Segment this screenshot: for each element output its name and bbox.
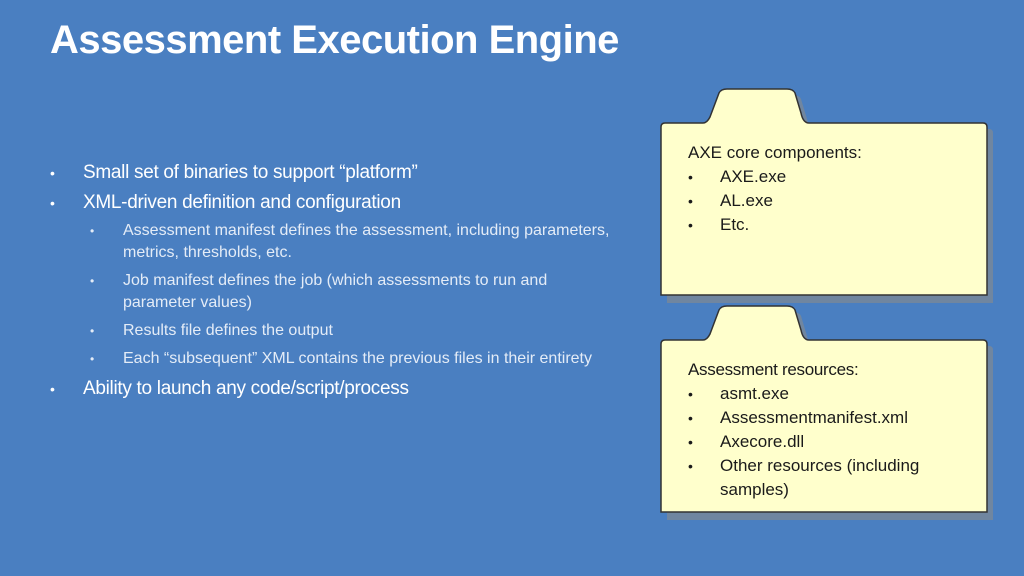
bullet-icon: • (90, 352, 95, 366)
bullet-icon: • (50, 165, 55, 181)
folder-resources-item-text: Axecore.dll (720, 432, 805, 451)
bullet-icon: • (688, 217, 693, 233)
bullet-icon: • (688, 193, 693, 209)
folder-resources-content: Assessment resources: • asmt.exe • Assessm… (688, 358, 978, 502)
bullet-text: Small set of binaries to support “platfo… (83, 162, 418, 183)
folder-core-item: • Etc. (688, 213, 978, 237)
sub-bullet-item: • Assessment manifest defines the assess… (50, 220, 620, 264)
folder-core-item: • AL.exe (688, 189, 978, 213)
bullet-item: • Small set of binaries to support “plat… (50, 160, 620, 186)
bullet-icon: • (688, 410, 693, 426)
sub-bullet-text: Each “subsequent” XML contains the previ… (123, 350, 592, 367)
sub-bullet-text: Assessment manifest defines the assessme… (123, 222, 610, 261)
sub-bullet-text: Results file defines the output (123, 322, 333, 339)
sub-bullet-item: • Results file defines the output (50, 320, 620, 342)
folder-core-item-text: AL.exe (720, 191, 773, 210)
bullet-item: • XML-driven definition and configuratio… (50, 190, 620, 216)
folder-resources-item: • Axecore.dll (688, 430, 978, 454)
bullet-icon: • (50, 195, 55, 211)
bullet-icon: • (50, 381, 55, 397)
bullet-icon: • (688, 386, 693, 402)
bullet-list: • Small set of binaries to support “plat… (50, 160, 620, 406)
folder-core-item-text: AXE.exe (720, 167, 787, 186)
folder-assessment-resources: Assessment resources: • asmt.exe • Assessm… (655, 304, 995, 522)
sub-bullet-text: Job manifest defines the job (which asse… (123, 272, 548, 311)
bullet-item: • Ability to launch any code/script/proc… (50, 376, 620, 402)
folder-resources-item-text: asmt.exe (720, 384, 789, 403)
folder-shape-icon (660, 88, 993, 303)
folder-core-content: AXE core components: • AXE.exe • AL.exe • E… (688, 141, 978, 237)
bullet-icon: • (90, 324, 95, 338)
sub-bullet-item: • Each “subsequent” XML contains the pre… (50, 348, 620, 370)
bullet-icon: • (688, 169, 693, 185)
bullet-icon: • (90, 224, 95, 238)
bullet-icon: • (688, 458, 693, 474)
bullet-text: XML-driven definition and configuration (83, 192, 401, 213)
slide-title: Assessment Execution Engine (50, 18, 619, 62)
folder-resources-item-text: Other resources (including samples) (720, 456, 920, 499)
folder-core-components: AXE core components: • AXE.exe • AL.exe • E… (655, 85, 995, 305)
folder-resources-heading: Assessment resources: (688, 360, 859, 379)
folder-shape-icon (660, 305, 993, 520)
bullet-icon: • (688, 434, 693, 450)
bullet-icon: • (90, 274, 95, 288)
sub-bullet-item: • Job manifest defines the job (which as… (50, 270, 620, 314)
bullet-text: Ability to launch any code/script/proces… (83, 378, 409, 399)
folder-core-heading: AXE core components: (688, 143, 862, 162)
folder-resources-item: • asmt.exe (688, 382, 978, 406)
folder-resources-item: • Other resources (including samples) (688, 454, 978, 502)
folder-resources-item-text: Assessmentmanifest.xml (720, 408, 908, 427)
folder-core-item: • AXE.exe (688, 165, 978, 189)
folder-core-item-text: Etc. (720, 215, 750, 234)
folder-resources-item: • Assessmentmanifest.xml (688, 406, 978, 430)
